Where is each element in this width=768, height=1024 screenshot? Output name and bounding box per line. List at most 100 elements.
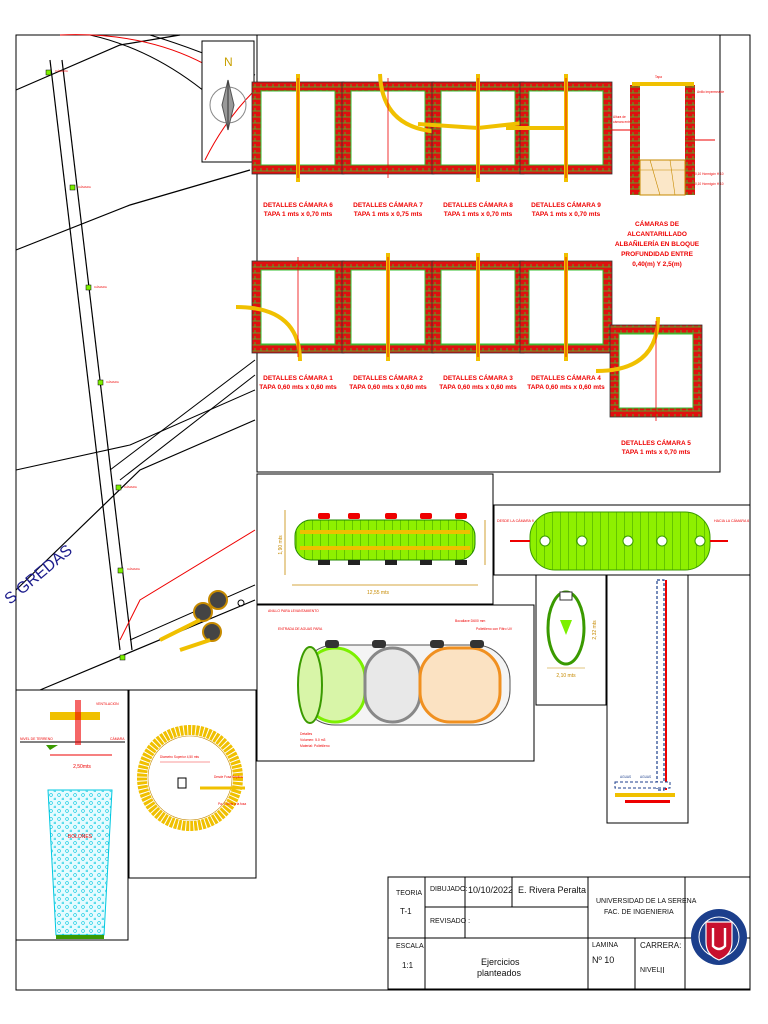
lamina-label: LAMINA [592,942,619,949]
svg-text:Detalles: Detalles [300,732,313,736]
chamber-detail-7: DETALLES CÁMARA 3 TAPA 0,60 mts x 0,60 mt… [431,253,525,391]
svg-text:Pa: 1,0mts a la fosa: Pa: 1,0mts a la fosa [218,802,246,806]
svg-text:Volumen: 5.0 m3: Volumen: 5.0 m3 [300,738,326,742]
chamber-title: DETALLES CÁMARA 4 [531,373,601,382]
dibujado-label: DIBUJADO: [430,886,468,893]
tank-end-section: 2,10 mts 2,32 mts [546,590,598,679]
svg-text:VENTILACION: VENTILACION [96,702,119,706]
north-arrow: N [201,40,256,163]
tank-inlet-label: DESDE LA CÁMARA 9 [497,519,534,523]
nivel-label: NIVEL: [640,967,663,974]
svg-text:cámara entre: cámara entre [613,120,632,124]
svg-text:CÁMARA: CÁMARA [106,380,119,384]
teoria-value: T-1 [400,907,412,916]
chamber-title: DETALLES CÁMARA 3 [443,373,513,382]
well-section: 2,50mts BOLONES NIVEL DE TERRENO VENTILAC… [20,700,125,939]
escala-value: 1:1 [402,961,414,970]
chamber-dims: TAPA 1 mts x 0,70 mts [622,449,691,456]
faculty-name: FAC. DE INGENIERIA [604,909,674,916]
camaras-note-line: CÁMARAS DE [635,219,680,228]
svg-text:Bocallave D600 mm: Bocallave D600 mm [455,619,486,623]
well-fill-label: BOLONES [68,834,93,840]
svg-text:CÁMARA: CÁMARA [78,185,91,189]
svg-text:0,10 Hormigón H 10: 0,10 Hormigón H 10 [695,182,724,186]
chamber-detail-6: DETALLES CÁMARA 2 TAPA 0,60 mts x 0,60 mt… [341,253,435,391]
chamber-dims: TAPA 0,60 mts x 0,60 mts [259,384,337,391]
svg-text:ENTRADA DE AGUAS PARA: ENTRADA DE AGUAS PARA [278,627,323,631]
university-logo [691,909,747,965]
chamber-dims: TAPA 0,60 mts x 0,60 mts [527,384,605,391]
tank-width-label: 2,10 mts [556,673,576,679]
chamber-detail-5: DETALLES CÁMARA 1 TAPA 0,60 mts x 0,60 mt… [235,257,345,391]
svg-text:CÁMARA: CÁMARA [94,285,107,289]
camaras-note-line: ALCANTARILLADO [627,231,687,238]
svg-text:AGUAS: AGUAS [640,775,651,779]
camaras-note-line: PROFUNDIDAD ENTRE [621,251,694,258]
svg-text:CÁMARA: CÁMARA [127,567,140,571]
svg-text:Desde Fosa Séptica: Desde Fosa Séptica [214,775,243,779]
street-label: S GREDAS [2,542,76,608]
svg-text:Tapa: Tapa [655,75,662,79]
pipe-elevation: AGUAS AGUAS [614,579,675,803]
tank-symbols [193,590,245,642]
svg-text:Anillo impermeable: Anillo impermeable [697,90,724,94]
chamber-title: DETALLES CÁMARA 6 [263,200,333,209]
svg-text:Material: Polietileno: Material: Polietileno [300,744,330,748]
subject-line1: Ejercicios [481,957,520,967]
tank-side-view: 12,55 mts 1,90 mts [278,510,486,596]
chamber-title: DETALLES CÁMARA 9 [531,200,601,209]
chamber-dims: TAPA 1 mts x 0,75 mts [354,211,423,218]
svg-text:CÁMARA: CÁMARA [55,69,68,73]
tank-elevation-label: 2,32 mts [592,620,598,640]
svg-text:CÁMARA: CÁMARA [124,485,137,489]
subject-line2: planteados [477,968,522,978]
chamber-title: DETALLES CÁMARA 1 [263,373,333,382]
camaras-note-line: 0,40(m) Y 2,5(m) [632,261,682,268]
chamber-title: DETALLES CÁMARA 2 [353,373,423,382]
chamber-title: DETALLES CÁMARA 7 [353,200,423,209]
tank-3d-view: ANILLO PARA LEVANTAMIENTO ENTRADA DE AGUA… [268,609,513,748]
svg-text:Altura de: Altura de [613,115,626,119]
chamber-dims: TAPA 0,60 mts x 0,60 mts [439,384,517,391]
title-block [387,876,751,990]
svg-text:ANILLO PARA LEVANTAMIENTO: ANILLO PARA LEVANTAMIENTO [268,609,319,613]
chamber-dims: TAPA 1 mts x 0,70 mts [532,211,601,218]
tank-outlet-label: HACIA LA CÁMARA 6 [714,519,749,523]
chamber-dims: TAPA 1 mts x 0,70 mts [264,211,333,218]
svg-text:Diametro Superior 4,50 mts: Diametro Superior 4,50 mts [160,755,199,759]
chamber-title: DETALLES CÁMARA 8 [443,200,513,209]
camaras-note-line: ALBAÑILERÍA EN BLOQUE [615,239,700,248]
chamber-detail-9: DETALLES CÁMARA 5 TAPA 1 mts x 0,70 mts [595,316,703,456]
dibujado-date: 10/10/2022 [468,885,514,895]
svg-text:AGUAS: AGUAS [620,775,631,779]
svg-text:NIVEL DE TERRENO: NIVEL DE TERRENO [20,737,53,741]
svg-text:Polietileno con Filtro UV: Polietileno con Filtro UV [476,627,513,631]
chamber-title: DETALLES CÁMARA 5 [621,438,691,447]
chamber-detail-1: DETALLES CÁMARA 6 TAPA 1 mts x 0,70 mts [251,74,345,218]
tank-top-view: DESDE LA CÁMARA 9 HACIA LA CÁMARA 6 [497,511,749,571]
dibujado-name: E. Rivera Peralta [518,885,587,895]
revisado-label: REVISADO : [430,918,471,925]
chamber-detail-4: DETALLES CÁMARA 9 TAPA 1 mts x 0,70 mts [506,74,613,218]
teoria-label: TEORIA [396,890,423,897]
svg-text:0,10 Hormigón H 10: 0,10 Hormigón H 10 [695,172,724,176]
tank-height-label: 1,90 mts [278,535,284,555]
university-name: UNIVERSIDAD DE LA SERENA [596,898,697,905]
svg-text:CÁMARA: CÁMARA [110,737,125,741]
well-width-label: 2,50mts [73,764,91,770]
north-label: N [224,55,233,69]
carrera-label: CARRERA: [640,941,682,950]
chamber-detail-2: DETALLES CÁMARA 7 TAPA 1 mts x 0,75 mts [341,73,443,218]
chamber-dims: TAPA 0,60 mts x 0,60 mts [349,384,427,391]
nivel-value: II [660,966,665,975]
escala-label: ESCALA [396,943,424,950]
tank-length-label: 12,55 mts [367,590,389,596]
chamber-detail-8: DETALLES CÁMARA 4 TAPA 0,60 mts x 0,60 mt… [519,253,613,391]
lamina-value: Nº 10 [592,955,615,965]
